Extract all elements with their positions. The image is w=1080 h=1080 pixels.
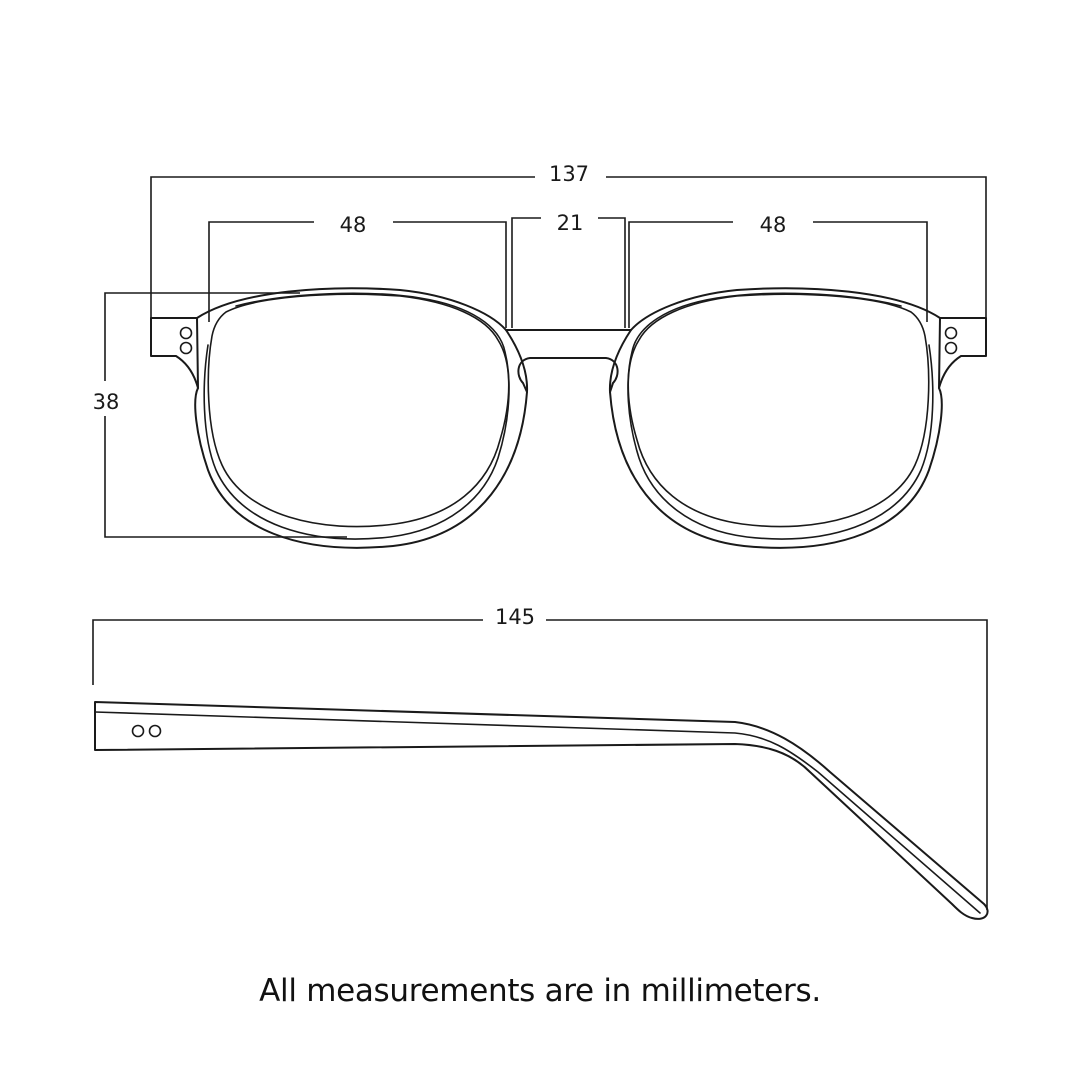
right-lens: [627, 293, 930, 528]
right-rim-groove: [627, 292, 934, 540]
left-rivet-bottom: [179, 341, 193, 355]
bridge-keyhole: [517, 357, 619, 393]
left-rim-groove: [203, 292, 510, 540]
total-width-dimension-line: [150, 176, 987, 318]
right-lens-width-dimension-line: [628, 221, 928, 328]
right-end-piece: [938, 317, 987, 389]
bridge-width-label: 21: [557, 211, 584, 235]
temple-length-label: 145: [495, 605, 535, 629]
front-dimension-labels: 137 48 21 48 38: [93, 162, 787, 414]
temple-arm-outline: [94, 701, 989, 920]
lens-height-label: 38: [93, 390, 120, 414]
total-width-label: 137: [549, 162, 589, 186]
temple-rivet-right: [148, 724, 162, 738]
right-lens-width-label: 48: [760, 213, 787, 237]
left-lens-width-dimension-line: [208, 221, 507, 328]
temple-length-dimension-line: [92, 619, 988, 910]
left-end-piece: [150, 317, 199, 389]
right-rivet-top: [944, 326, 958, 340]
left-lens: [207, 293, 510, 528]
bridge-width-dimension-line: [511, 217, 626, 328]
temple-dimension: 145: [92, 605, 988, 910]
front-dimension-lines: [104, 176, 987, 538]
temple-arm: [94, 701, 989, 920]
lens-height-dimension-line: [104, 292, 347, 538]
temple-arm-inner-line: [94, 711, 981, 914]
left-rivet-top: [179, 326, 193, 340]
right-rivet-bottom: [944, 341, 958, 355]
right-rim-outer: [608, 287, 943, 549]
left-lens-width-label: 48: [340, 213, 367, 237]
glasses-front-frame: [150, 287, 987, 549]
left-rim-outer: [194, 287, 529, 549]
measurement-units-note: All measurements are in millimeters.: [259, 973, 821, 1009]
temple-rivet-left: [131, 724, 145, 738]
